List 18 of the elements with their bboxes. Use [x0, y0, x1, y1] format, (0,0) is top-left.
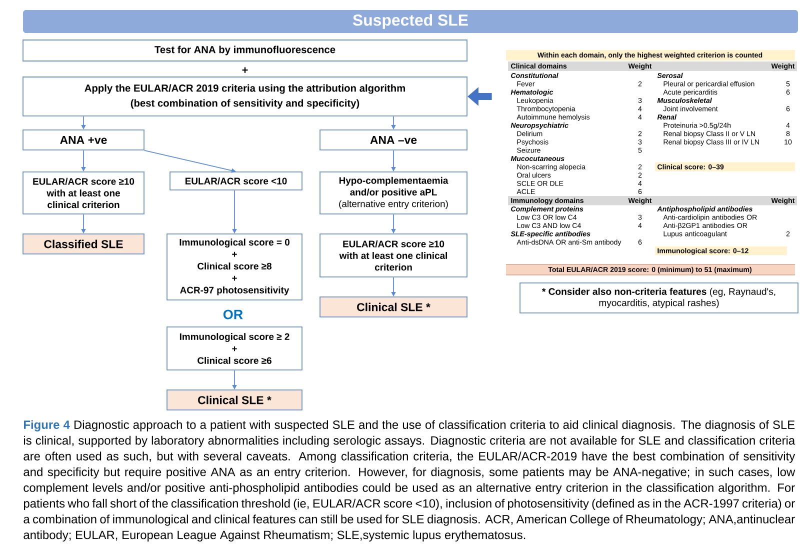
outcome-box: Clinical SLE * [166, 390, 302, 410]
title-band: Suspected SLE [23, 10, 798, 33]
branch-box: ANA +ve [22, 130, 144, 150]
or-label: OR [223, 310, 243, 320]
note-box: * Consider also non-criteria features (eg, Raynaud's, myocarditis, atypical rashes) [520, 282, 798, 314]
plus-sign: + [242, 67, 248, 73]
outcome-box: Clinical SLE * [320, 296, 468, 318]
branch-box: ANA –ve [320, 130, 468, 150]
criteria-box: Hypo-complementaemia and/or positive aPL (alternative entry criterion) [320, 172, 468, 214]
caption-text: Figure 4 Diagnostic approach to a patient with suspected SLE and the use of classification criteria to aid clinical diagnosis. The diagnosis of SLE is clinical, supported by laboratory abnormalities including serologic assays. Diagnostic criteria are not available for SLE and classification criteria are often used as such, but with several caveats. Among classification criteria, the EULAR/ACR-2019 have the best combination of sensitivity and specificity but require positive ANA as an entry criterion. However, for diagnosis, some patients may be ANA-negative; in such cases, low complement levels and/or positive anti-phospholipid antibodies could be used as an alternative entry criterion in the classification algorithm. For patients who fall short of the classification threshold (ie, EULAR/ACR score <10), inclusion of photosensitivity (defined as in the ACR-1997 criteria) or a combination of immunological and clinical features can still be used for SLE diagnosis. ACR, American College of Rheumatology; ANA,antinuclear antibody; EULAR, European League Against Rheumatism; SLE,systemic lupus erythematosus. [24, 420, 796, 542]
criteria-box: Immunological score = 0 + Clinical score ≥8 + ACR-97 photosensitivity [166, 234, 302, 300]
criteria-box: EULAR/ACR score ≥10 with at least one clinical criterion [320, 234, 468, 278]
criteria-box: EULAR/ACR score ≥10 with at least one clinical criterion [22, 172, 144, 214]
criteria-box: EULAR/ACR score <10 [170, 172, 302, 190]
process-box: Apply the EULAR/ACR 2019 criteria using the attribution algorithm (best combination of sensitivity and specificity) [22, 76, 468, 116]
outcome-box: Classified SLE [22, 234, 144, 254]
process-box: Test for ANA by immunofluorescence [22, 40, 468, 62]
criteria-box: Immunological score ≥ 2 + Clinical score ≥6 [166, 326, 302, 370]
